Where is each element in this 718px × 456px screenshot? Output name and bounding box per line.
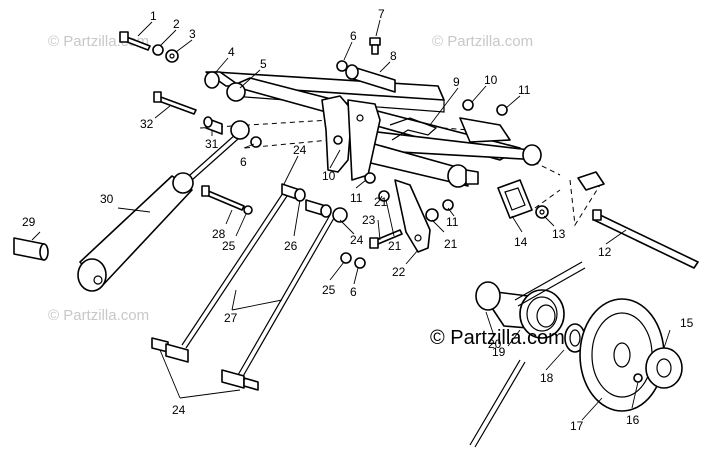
callout-11-center: 11 (350, 191, 363, 205)
callout-17: 17 (570, 419, 584, 433)
bracket-part-9 (389, 117, 438, 141)
callout-21-lower: 21 (388, 239, 402, 253)
bolt-part-28 (201, 185, 245, 211)
callout-28: 28 (212, 227, 226, 241)
callout-19: 19 (492, 345, 506, 359)
washer-part-3 (165, 49, 179, 63)
crossbar-tube (359, 117, 542, 166)
pin-part-10-bracket (333, 135, 343, 145)
callout-9: 9 (453, 75, 460, 89)
callout-12: 12 (598, 245, 612, 259)
bracket-left (321, 95, 353, 173)
callout-10-right: 10 (484, 73, 498, 87)
callout-16: 16 (626, 413, 640, 427)
callout-18: 18 (540, 371, 554, 385)
callout-10-center: 10 (322, 169, 336, 183)
bracket-part-22 (394, 179, 431, 253)
callout-24-center: 24 (350, 233, 364, 247)
callout-3: 3 (189, 27, 196, 41)
long-bolt-part-12 (592, 209, 699, 269)
callout-23: 23 (362, 213, 376, 227)
nut-part-6-lower (354, 257, 366, 269)
watermark-center: © Partzilla.com (430, 327, 565, 349)
shock-absorber-part-30 (77, 133, 239, 292)
washer-part-21-upper (378, 190, 390, 202)
washer-part-21-lower (425, 208, 439, 222)
guide-line-14 (534, 189, 561, 209)
washer-part-25-upper (243, 205, 253, 215)
nut-part-11-center (364, 172, 376, 184)
callout-25-lower: 25 (322, 283, 336, 297)
callout-26: 26 (284, 239, 298, 253)
nut-part-10-right (462, 99, 474, 111)
washer-part-25-lower (340, 252, 352, 264)
callout-29: 29 (22, 215, 36, 229)
callout-14: 14 (514, 235, 528, 249)
callout-1: 1 (150, 9, 157, 23)
callout-4: 4 (228, 45, 235, 59)
lower-tube (357, 139, 479, 188)
callout-7: 7 (378, 7, 385, 21)
bolt-part-32 (153, 91, 197, 115)
callout-6-lower: 6 (350, 285, 357, 299)
leader-lines (31, 19, 671, 421)
callout-32: 32 (140, 117, 154, 131)
callout-20: 20 (488, 337, 502, 351)
bolt-part-7 (369, 37, 381, 55)
plate-part-14 (497, 179, 533, 219)
callout-22: 22 (392, 265, 406, 279)
bushing-part-31 (203, 116, 223, 135)
washer-part-2 (152, 44, 164, 56)
shock-top-bushing (230, 120, 250, 140)
callout-24-upper: 24 (293, 143, 307, 157)
callout-6-left: 6 (240, 155, 247, 169)
callout-21-upper: 21 (374, 195, 388, 209)
callout-30: 30 (100, 192, 114, 206)
wheel-part-17 (579, 298, 665, 412)
screw-part-16 (633, 373, 643, 383)
washer-part-13 (535, 205, 549, 219)
bolt-part-23 (369, 229, 403, 249)
bracket-center (347, 99, 381, 181)
callout-24-lower: 24 (172, 403, 186, 417)
callout-15: 15 (680, 316, 694, 330)
nut-part-6-left (250, 136, 262, 148)
callout-31: 31 (205, 137, 219, 151)
callout-5: 5 (260, 57, 267, 71)
nut-part-6-top (336, 60, 348, 72)
bushing-part-26 (281, 183, 348, 223)
rod-part-27 (181, 189, 335, 379)
nut-part-11-right (496, 104, 508, 116)
callout-11-right: 11 (518, 83, 531, 97)
callout-11-lower: 11 (446, 215, 459, 229)
nut-part-11-lower (442, 199, 454, 211)
bolt-part-1 (119, 31, 151, 51)
bushing-part-24-lower (151, 337, 259, 391)
cable-part-19 (469, 261, 586, 448)
callout-8: 8 (390, 49, 397, 63)
callout-25-left: 25 (222, 239, 236, 253)
callout-21-right: 21 (444, 237, 458, 251)
hub-part-15 (645, 347, 683, 389)
callout-2: 2 (173, 17, 180, 31)
pin-part-8 (345, 64, 396, 93)
callout-6-top: 6 (350, 29, 357, 43)
right-end-fittings (577, 171, 605, 191)
watermark-bottom-left: © Partzilla.com (48, 307, 149, 324)
bushing-part-4 (204, 71, 241, 89)
roller-part-20 (475, 281, 565, 339)
sleeve-part-29 (13, 237, 49, 261)
callout-13: 13 (552, 227, 566, 241)
guide-line-right (569, 179, 601, 227)
callout-27: 27 (224, 311, 238, 325)
watermark-top-right: © Partzilla.com (432, 33, 533, 50)
